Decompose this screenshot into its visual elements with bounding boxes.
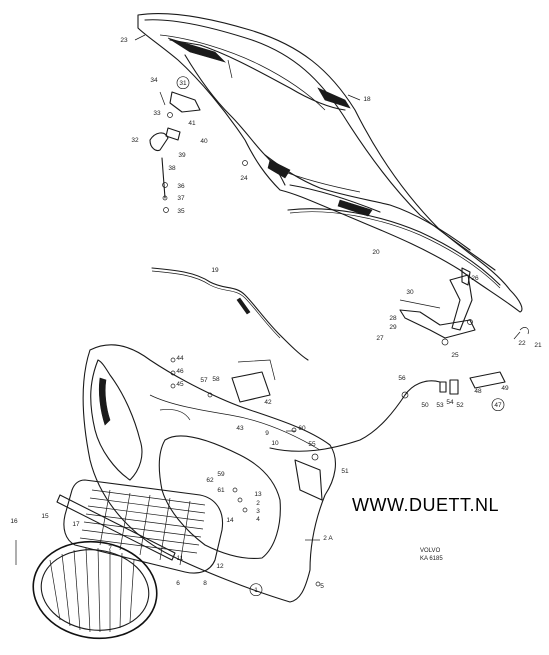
part-label-p12: 12	[216, 563, 224, 570]
part-label-p56: 56	[398, 375, 406, 382]
leader-lines	[134, 34, 521, 541]
part-label-p3: 3	[256, 508, 260, 515]
part-label-p54: 54	[446, 399, 454, 406]
part-label-p33: 33	[153, 110, 161, 117]
part-label-p30: 30	[406, 289, 414, 296]
part-label-p22: 22	[518, 340, 526, 347]
part-label-p48: 48	[474, 388, 482, 395]
part-label-p13: 13	[254, 491, 262, 498]
part-label-p31: 31	[179, 80, 187, 87]
reference-code: KA 6185	[420, 556, 443, 562]
part-label-p42: 42	[264, 399, 272, 406]
part-label-p29: 29	[389, 324, 397, 331]
part-label-p27: 27	[376, 335, 384, 342]
part-label-p2: 2	[256, 500, 260, 507]
hinge-assembly	[399, 267, 529, 346]
part-label-p38: 38	[168, 165, 176, 172]
seal-strip-20	[287, 208, 501, 286]
cable-handle-parts	[401, 371, 506, 399]
part-label-p40: 40	[200, 138, 208, 145]
part-label-p10: 10	[271, 440, 279, 447]
front-body-panel	[82, 344, 336, 603]
part-label-p46: 46	[176, 368, 184, 375]
part-label-p36: 36	[177, 183, 185, 190]
part-label-p59: 59	[217, 471, 225, 478]
part-label-p57: 57	[200, 377, 208, 384]
part-label-p50: 50	[421, 402, 429, 409]
website-watermark: WWW.DUETT.NL	[352, 495, 499, 515]
oval-grille	[15, 540, 158, 640]
part-label-circle-p47	[491, 398, 505, 412]
part-label-p24: 24	[240, 175, 248, 182]
part-label-p7: 7	[108, 545, 112, 552]
release-cable-51	[269, 380, 441, 452]
part-label-p49: 49	[501, 385, 509, 392]
part-label-p58: 58	[212, 376, 220, 383]
part-label-p62: 62	[206, 477, 214, 484]
part-label-p4: 4	[256, 516, 260, 523]
part-label-p34: 34	[150, 77, 158, 84]
part-label-p37: 37	[177, 195, 185, 202]
part-label-p55: 55	[308, 441, 316, 448]
part-label-p51: 51	[341, 468, 349, 475]
part-label-p9: 9	[265, 430, 269, 437]
part-label-circle-p31	[176, 76, 190, 90]
part-label-p47: 47	[494, 402, 502, 409]
part-label-circle-p1	[249, 583, 263, 597]
reference-make: VOLVO	[420, 548, 441, 554]
part-label-p16: 16	[10, 518, 18, 525]
part-label-p23: 23	[120, 37, 128, 44]
front-grille	[56, 479, 224, 574]
part-label-p25: 25	[451, 352, 459, 359]
part-label-p11: 11	[177, 555, 184, 562]
part-label-p45: 45	[176, 381, 184, 388]
part-label-p19: 19	[211, 267, 219, 274]
part-label-p5: 5	[320, 583, 324, 590]
part-label-p17: 17	[72, 521, 80, 528]
part-label-p41: 41	[188, 120, 196, 127]
part-label-p60: 60	[298, 425, 306, 432]
part-label-p61: 61	[217, 487, 225, 494]
part-label-p44: 44	[176, 355, 184, 362]
part-label-p26: 26	[471, 275, 479, 282]
latch-parts	[149, 91, 248, 213]
part-label-p32: 32	[131, 137, 139, 144]
part-label-p52: 52	[456, 402, 464, 409]
part-label-p20: 20	[372, 249, 380, 256]
part-label-p43: 43	[236, 425, 244, 432]
small-fittings	[170, 357, 321, 587]
part-label-p18: 18	[363, 96, 371, 103]
part-label-p35: 35	[177, 208, 185, 215]
part-label-p1: 1	[254, 587, 258, 594]
part-label-p14: 14	[226, 517, 234, 524]
drawing-reference: VOLVO KA 6185	[420, 547, 443, 563]
bonnet-drawing	[137, 12, 523, 313]
part-label-p21: 21	[534, 342, 542, 349]
part-label-p2a: 2 A	[323, 535, 333, 542]
part-label-p53: 53	[436, 402, 444, 409]
part-label-p28: 28	[389, 315, 397, 322]
part-label-p8: 8	[203, 580, 207, 587]
part-label-p6: 6	[176, 580, 180, 587]
part-label-p15: 15	[41, 513, 49, 520]
part-label-p39: 39	[178, 152, 186, 159]
seal-strip-19	[151, 267, 309, 361]
